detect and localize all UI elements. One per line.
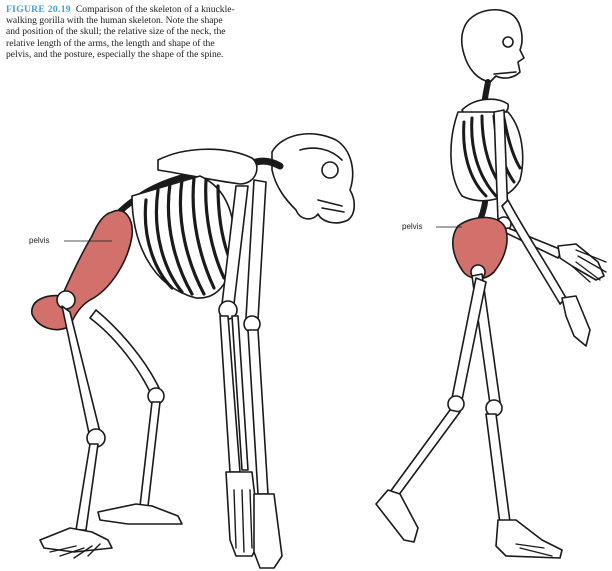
gorilla-humerus-rear [246,180,266,320]
gorilla-pelvis-label: pelvis [29,236,49,245]
gorilla-eye-socket [322,162,338,178]
gorilla-femur-rear [90,310,160,396]
gorilla-hind-foot [40,528,112,552]
gorilla-skeleton [32,134,354,568]
human-tibia [486,414,510,524]
human-foot-rear [376,490,418,542]
gorilla-skull [272,134,354,223]
gorilla-fore-hand-rear [254,494,282,568]
gorilla-tibia-rear [140,402,160,506]
gorilla-pelvis [32,210,132,329]
human-skeleton [376,10,606,558]
gorilla-forearm-rear [248,330,268,494]
gorilla-femur [62,306,100,438]
human-hand-rear [562,296,590,346]
gorilla-tibia [76,444,98,530]
gorilla-hip-joint [57,291,75,309]
human-skull [462,10,524,82]
human-tibia-rear [390,410,460,496]
human-pelvis-label: pelvis [402,222,422,231]
human-foot [496,520,562,558]
human-eye-socket [503,37,513,47]
gorilla-hind-foot-rear [98,504,182,524]
